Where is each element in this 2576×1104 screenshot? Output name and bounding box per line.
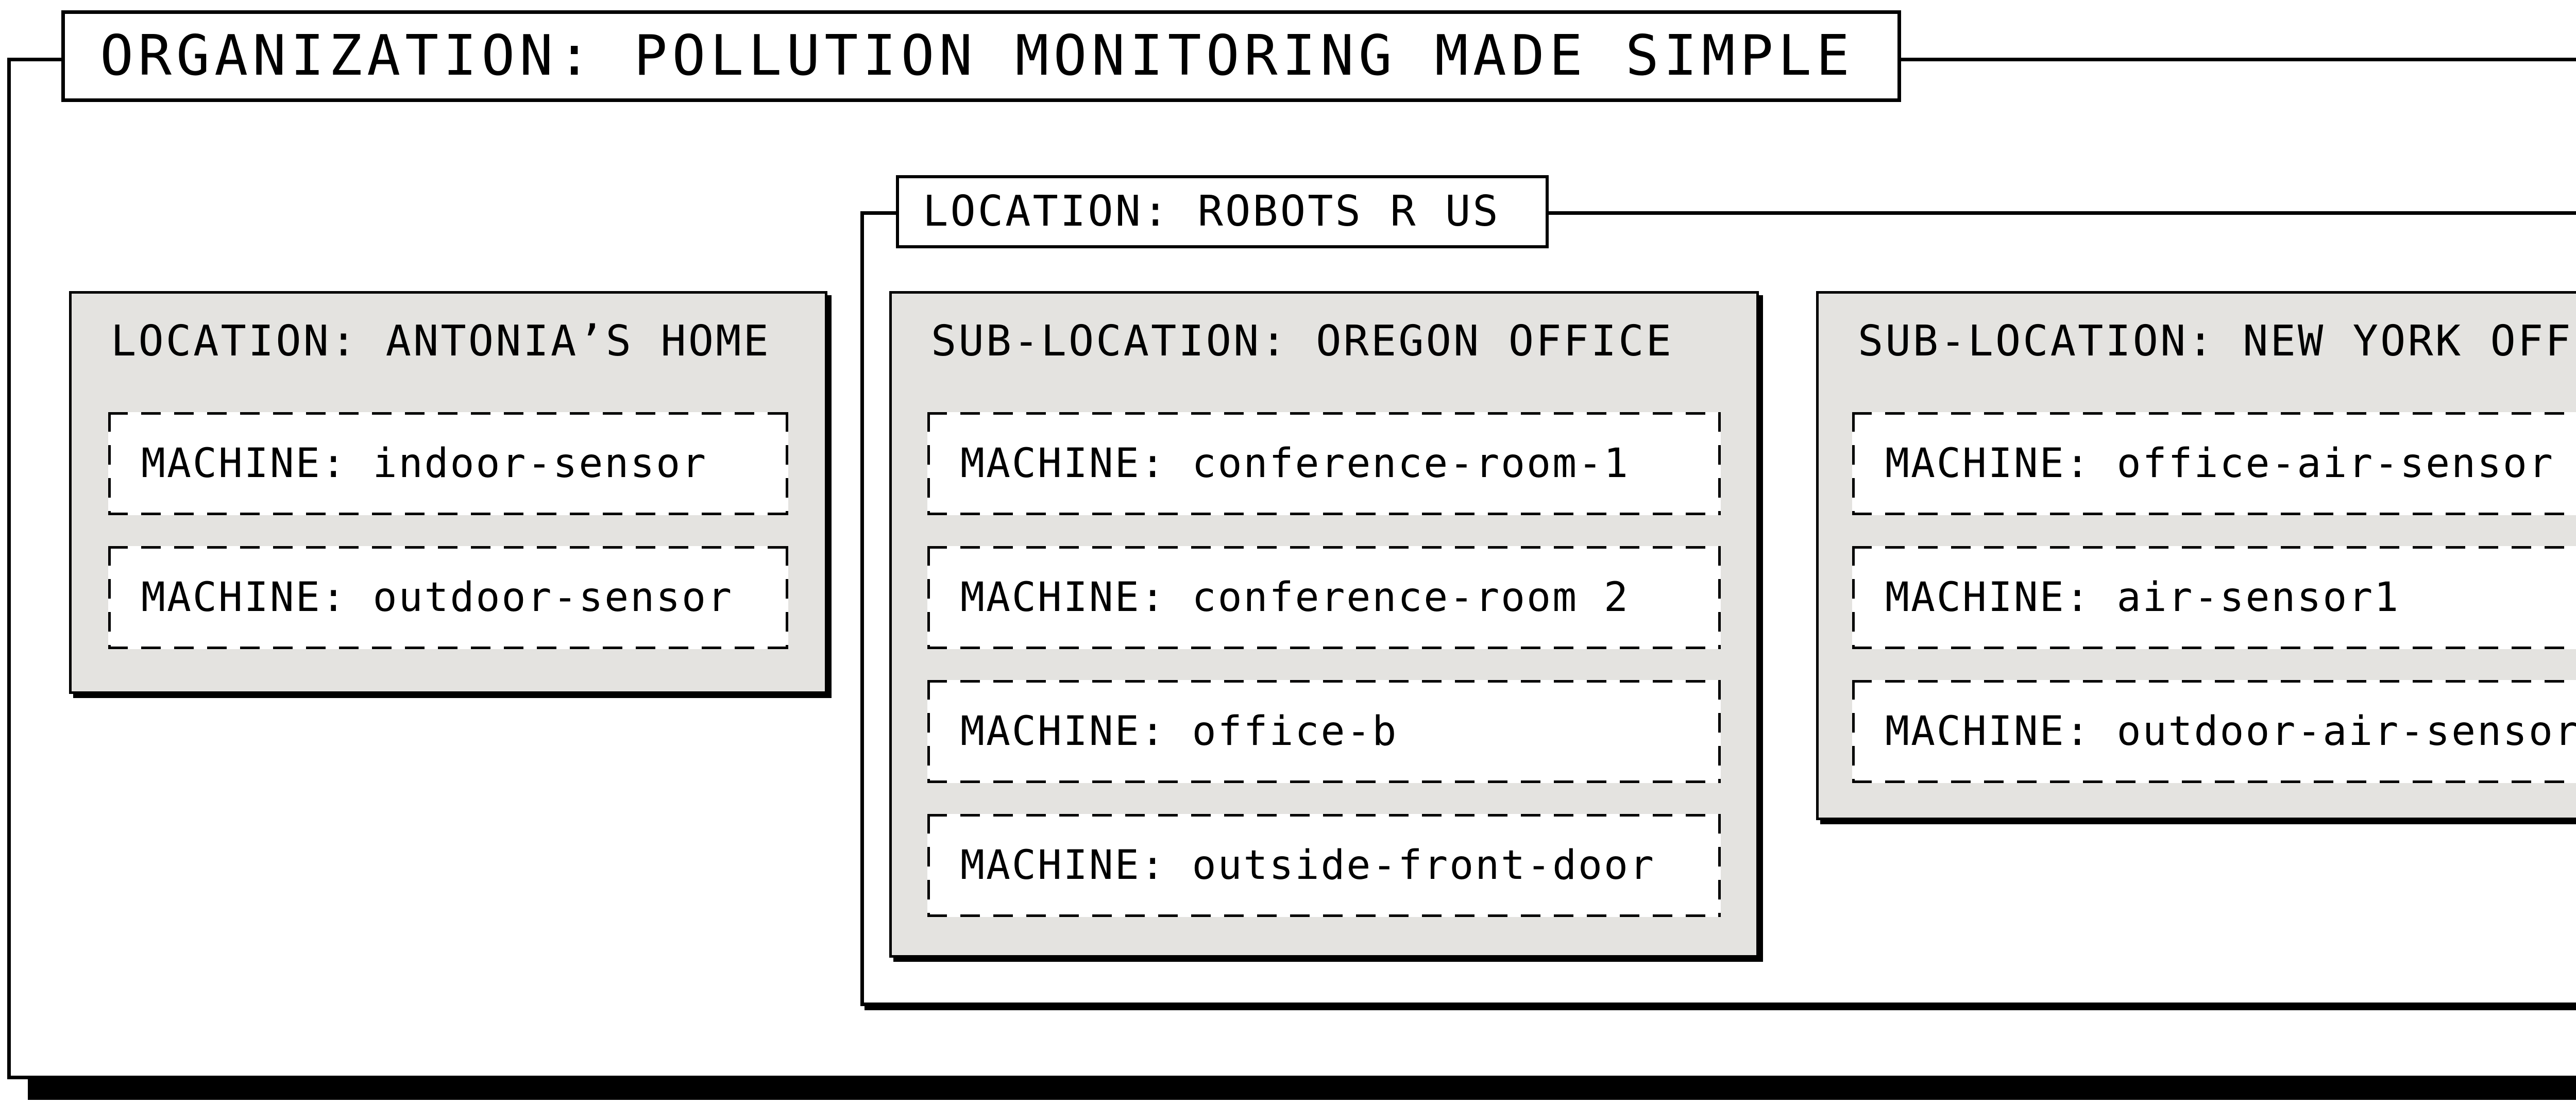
machine-box-conference-room-2: MACHINE: conference-room 2 [927, 546, 1721, 649]
machine-box-outdoor-air-sensor: MACHINE: outdoor-air-sensor [1852, 680, 2576, 783]
machine-box-outdoor-sensor: MACHINE: outdoor-sensor [108, 546, 788, 649]
machine-label: MACHINE: conference-room 2 [960, 574, 1630, 621]
location-heading-robots-r-us: LOCATION: ROBOTS R US [923, 187, 1500, 236]
location-heading-antonias-home: LOCATION: ANTONIA’S HOME [111, 317, 771, 366]
machine-box-conference-room-1: MACHINE: conference-room-1 [927, 412, 1721, 515]
sublocation-heading-oregon-office: SUB-LOCATION: OREGON OFFICE [931, 317, 1673, 366]
machine-label: MACHINE: office-air-sensor [1885, 440, 2554, 487]
machine-label: MACHINE: outdoor-air-sensor [1885, 708, 2576, 755]
machine-label: MACHINE: conference-room-1 [960, 440, 1630, 487]
machine-box-office-air-sensor: MACHINE: office-air-sensor [1852, 412, 2576, 515]
organization-title-box: ORGANIZATION: POLLUTION MONITORING MADE … [61, 10, 1901, 102]
machine-label: MACHINE: office-b [960, 708, 1398, 755]
machine-label: MACHINE: air-sensor1 [1885, 574, 2400, 621]
machine-label: MACHINE: indoor-sensor [141, 440, 708, 487]
location-label-box-robots-r-us: LOCATION: ROBOTS R US [896, 175, 1549, 248]
machine-label: MACHINE: outdoor-sensor [141, 574, 734, 621]
machine-box-air-sensor1: MACHINE: air-sensor1 [1852, 546, 2576, 649]
location-box-antonias-home: LOCATION: ANTONIA’S HOME MACHINE: indoor… [69, 291, 827, 694]
sublocation-box-oregon-office: SUB-LOCATION: OREGON OFFICE MACHINE: con… [889, 291, 1759, 958]
machine-box-office-b: MACHINE: office-b [927, 680, 1721, 783]
sublocation-box-new-york-office: SUB-LOCATION: NEW YORK OFFICE MACHINE: o… [1816, 291, 2576, 820]
sublocation-heading-new-york-office: SUB-LOCATION: NEW YORK OFFICE [1858, 317, 2576, 366]
machine-box-indoor-sensor: MACHINE: indoor-sensor [108, 412, 788, 515]
location-container-robots-r-us: LOCATION: ROBOTS R US SUB-LOCATION: OREG… [860, 175, 2576, 1006]
organization-title: ORGANIZATION: POLLUTION MONITORING MADE … [100, 24, 1854, 88]
machine-box-outside-front-door: MACHINE: outside-front-door [927, 814, 1721, 917]
machine-label: MACHINE: outside-front-door [960, 842, 1655, 889]
